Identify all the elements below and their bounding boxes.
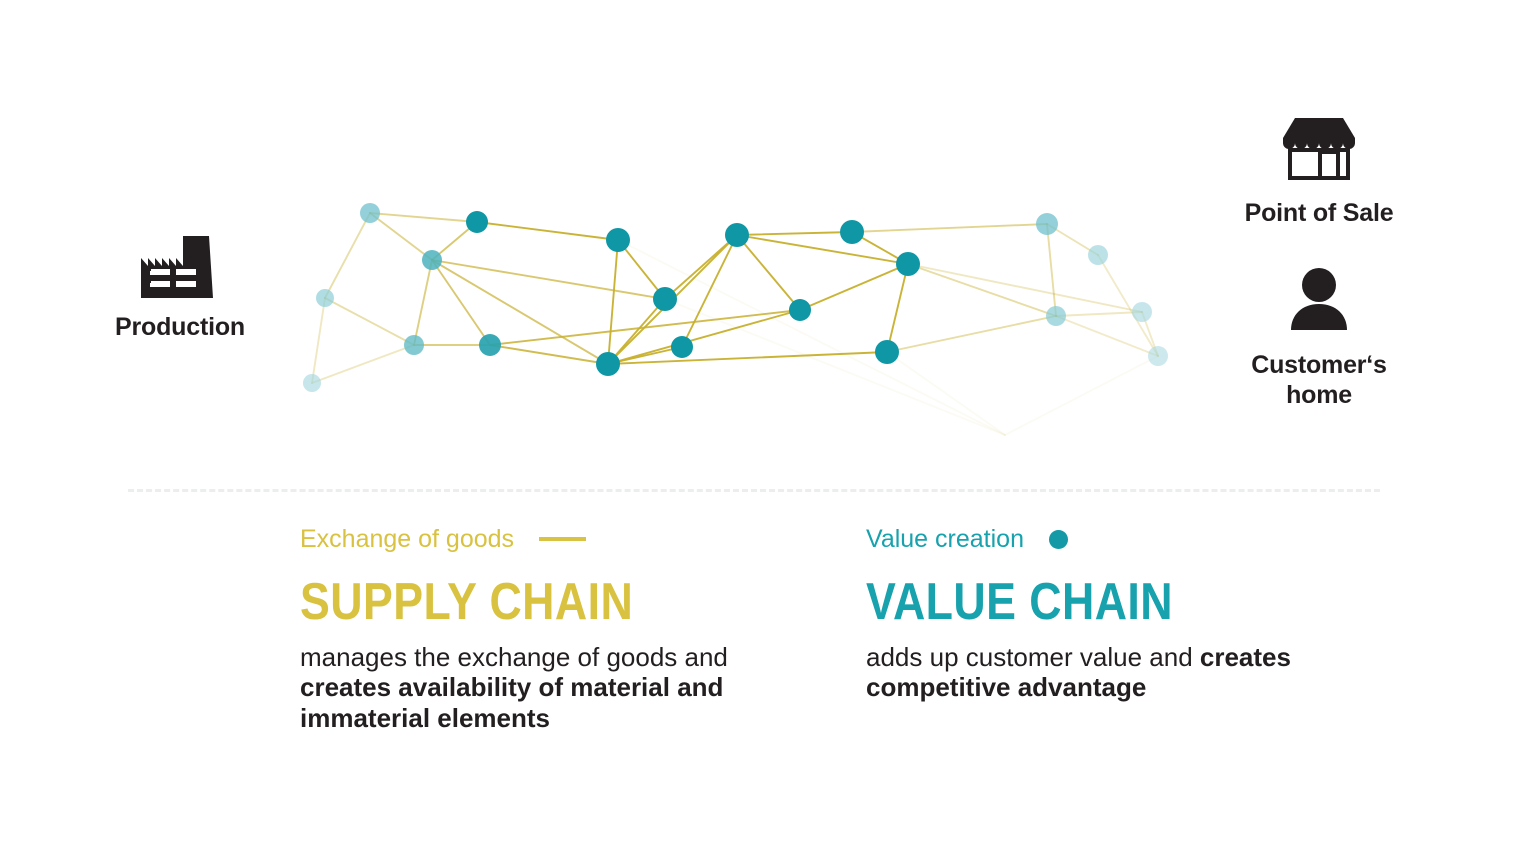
network-edge	[369, 212, 433, 261]
network-node	[671, 336, 693, 358]
network-node	[789, 299, 811, 321]
network-edge	[1046, 223, 1057, 317]
network-node	[606, 228, 630, 252]
network-node	[1088, 245, 1108, 265]
network-edge	[1004, 355, 1159, 436]
network-edge	[311, 344, 415, 384]
network-edge	[311, 297, 326, 384]
legend-columns: Exchange of goods SUPPLY CHAIN manages t…	[0, 524, 1536, 744]
network-edge	[607, 309, 801, 365]
endpoint-production-label: Production	[115, 313, 245, 341]
factory-icon	[60, 236, 300, 303]
storefront-icon	[1206, 112, 1432, 185]
network-edge	[736, 234, 909, 265]
endpoint-customers-home-label: Customer‘s home	[1251, 351, 1387, 409]
endpoint-point-of-sale-label: Point of Sale	[1244, 199, 1394, 227]
network-edge	[431, 259, 666, 300]
value-chain-body-lead: adds up customer value and	[866, 642, 1200, 672]
network-node	[1046, 306, 1066, 326]
network-edge	[617, 239, 666, 300]
value-chain-kicker: Value creation	[866, 524, 1386, 554]
value-chain-column: Value creation VALUE CHAIN adds up custo…	[866, 524, 1386, 703]
network-edge	[1055, 315, 1159, 357]
dot-marker-icon	[1048, 529, 1068, 549]
network-node	[653, 287, 677, 311]
network-edge	[681, 234, 738, 348]
network-edge	[324, 297, 415, 346]
supply-chain-headline: SUPPLY CHAIN	[300, 573, 634, 631]
network-edge	[489, 344, 609, 365]
network-node	[875, 340, 899, 364]
network-edge	[607, 351, 888, 365]
network-edge	[617, 239, 1006, 436]
line-marker-icon	[539, 537, 587, 541]
network-edge	[324, 212, 371, 299]
network-edge	[664, 234, 738, 300]
network-edge	[1055, 311, 1143, 317]
network-node	[360, 203, 380, 223]
network-graph	[270, 140, 1280, 460]
network-node	[1148, 346, 1168, 366]
supply-chain-kicker: Exchange of goods	[300, 524, 820, 554]
network-svg	[303, 203, 1168, 436]
network-edge	[431, 259, 609, 365]
network-edge	[907, 263, 1057, 317]
network-node	[479, 334, 501, 356]
network-node	[725, 223, 749, 247]
endpoint-production: Production	[60, 236, 300, 343]
value-chain-headline: VALUE CHAIN	[866, 573, 1174, 631]
network-node	[303, 374, 321, 392]
network-edge	[907, 263, 1143, 313]
network-node	[896, 252, 920, 276]
network-node	[840, 220, 864, 244]
network-edge	[607, 239, 619, 365]
supply-chain-body-lead: manages the exchange of goods and	[300, 642, 728, 672]
network-edge	[886, 351, 1006, 436]
network-edge	[886, 315, 1057, 353]
network-node	[316, 289, 334, 307]
network-edge	[1097, 254, 1159, 357]
network-edge	[736, 231, 853, 236]
person-icon	[1206, 268, 1432, 339]
network-node	[596, 352, 620, 376]
network-edge	[476, 221, 619, 241]
network-node	[422, 250, 442, 270]
value-chain-body: adds up customer value and creates compe…	[866, 642, 1386, 703]
supply-chain-body: manages the exchange of goods and create…	[300, 642, 820, 733]
network-node	[1132, 302, 1152, 322]
network-nodes	[303, 203, 1168, 392]
network-edge	[664, 298, 1006, 436]
network-node	[466, 211, 488, 233]
network-node	[404, 335, 424, 355]
supply-chain-column: Exchange of goods SUPPLY CHAIN manages t…	[300, 524, 820, 733]
network-edge	[413, 259, 433, 346]
endpoint-customers-home: Customer‘s home	[1206, 268, 1432, 410]
network-node	[1036, 213, 1058, 235]
network-edge	[886, 263, 909, 353]
supply-chain-kicker-label: Exchange of goods	[300, 524, 515, 553]
value-chain-kicker-label: Value creation	[866, 524, 1024, 553]
supply-chain-body-bold: creates availability of material and imm…	[300, 672, 724, 733]
network-edge	[369, 212, 478, 223]
endpoint-point-of-sale: Point of Sale	[1206, 112, 1432, 229]
value-chain-body-bold: creates competitive advantage	[866, 642, 1291, 703]
network-edge	[736, 234, 801, 311]
section-divider	[128, 489, 1380, 492]
network-edge	[431, 259, 491, 346]
network-edge	[851, 223, 1048, 233]
network-edge	[799, 263, 909, 311]
